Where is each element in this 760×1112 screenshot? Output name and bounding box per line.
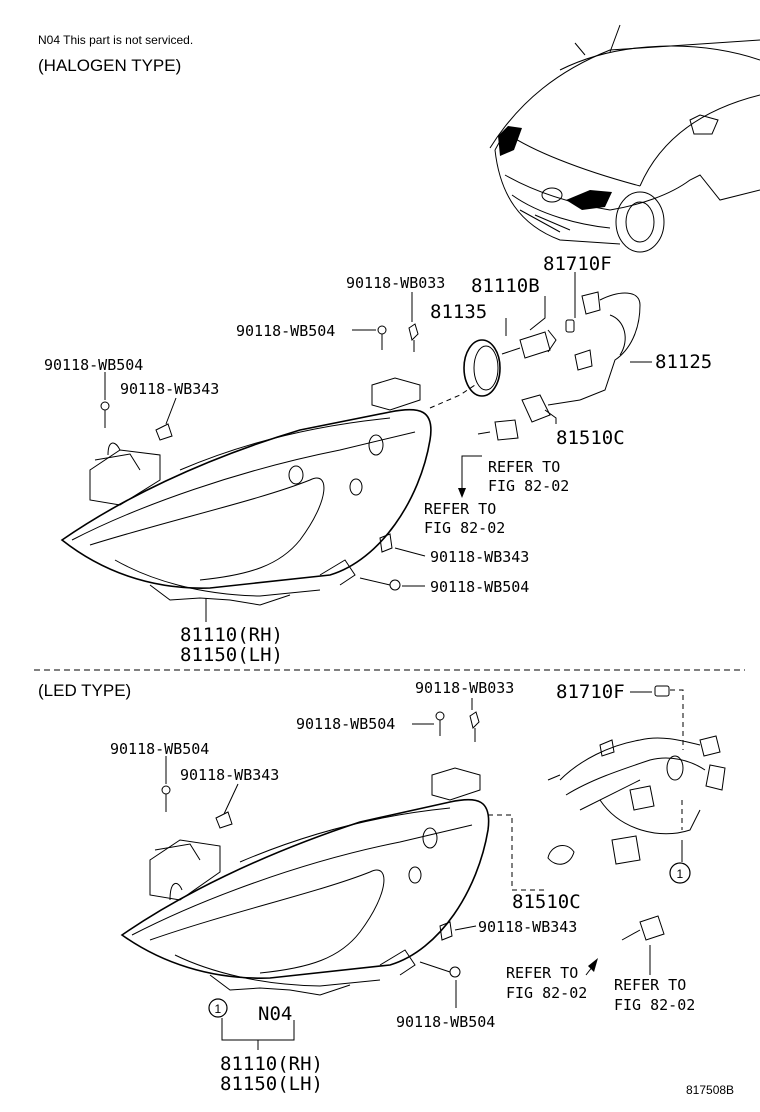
halogen-heading: (HALOGEN TYPE) xyxy=(38,56,181,75)
led-label-bolt-left: 90118-WB504 xyxy=(110,740,209,758)
led-label-clip-top: 90118-WB033 xyxy=(415,679,514,697)
led-refer-left-line2: FIG 82-02 xyxy=(506,984,587,1002)
halogen-label-bulb-socket: 81710F xyxy=(543,253,612,275)
halogen-label-assy-rh: 81110(RH) xyxy=(180,624,283,646)
halogen-label-harness: 81125 xyxy=(655,351,712,373)
halogen-label-bolt-left: 90118-WB504 xyxy=(44,356,143,374)
led-callout-bottom xyxy=(208,998,228,1018)
car-illustration xyxy=(489,24,760,253)
halogen-refer-left-line2: FIG 82-02 xyxy=(424,519,505,537)
led-refer-right-line1: REFER TO xyxy=(614,976,686,994)
led-label-lamp-socket: 81510C xyxy=(512,891,581,913)
halogen-refer-right-line2: FIG 82-02 xyxy=(488,477,569,495)
halogen-refer-left-line1: REFER TO xyxy=(424,500,496,518)
led-headlamp xyxy=(120,767,490,996)
led-label-bolt-bottom: 90118-WB504 xyxy=(396,1013,495,1031)
led-label-assy-lh: 81150(LH) xyxy=(220,1073,323,1095)
led-label-bolt-top: 90118-WB504 xyxy=(296,715,395,733)
halogen-fasteners xyxy=(100,323,419,591)
led-harness-parts xyxy=(488,685,726,941)
halogen-label-lamp-socket: 81510C xyxy=(556,427,625,449)
halogen-label-cover: 81135 xyxy=(430,301,487,323)
figure-id: 817508B xyxy=(686,1083,734,1097)
halogen-refer-right-line1: REFER TO xyxy=(488,458,560,476)
halogen-bulb-parts xyxy=(463,291,641,441)
led-label-not-serviced: N04 xyxy=(258,1003,292,1025)
led-refer-left-line1: REFER TO xyxy=(506,964,578,982)
halogen-label-bolt-top: 90118-WB504 xyxy=(236,322,335,340)
halogen-leaders xyxy=(104,272,652,622)
led-callout-bottom-text: 1 xyxy=(215,1002,222,1016)
led-refer-right-line2: FIG 82-02 xyxy=(614,996,695,1014)
led-callout-right-text: 1 xyxy=(677,867,684,881)
halogen-label-bolt-bottom: 90118-WB504 xyxy=(430,578,529,596)
led-label-bulb-socket: 81710F xyxy=(556,681,625,703)
halogen-label-assy-lh: 81150(LH) xyxy=(180,644,283,666)
halogen-label-clip-top: 90118-WB033 xyxy=(346,274,445,292)
halogen-label-bulb: 81110B xyxy=(471,275,540,297)
led-label-nut-left: 90118-WB343 xyxy=(180,766,279,784)
led-heading: (LED TYPE) xyxy=(38,681,131,700)
note-text: N04 This part is not serviced. xyxy=(38,33,193,47)
led-label-nut-bottom: 90118-WB343 xyxy=(478,918,577,936)
halogen-headlamp xyxy=(60,377,432,606)
led-label-assy-rh: 81110(RH) xyxy=(220,1053,323,1075)
halogen-label-nut-left: 90118-WB343 xyxy=(120,380,219,398)
halogen-label-nut-bottom: 90118-WB343 xyxy=(430,548,529,566)
led-leaders xyxy=(165,691,652,1050)
